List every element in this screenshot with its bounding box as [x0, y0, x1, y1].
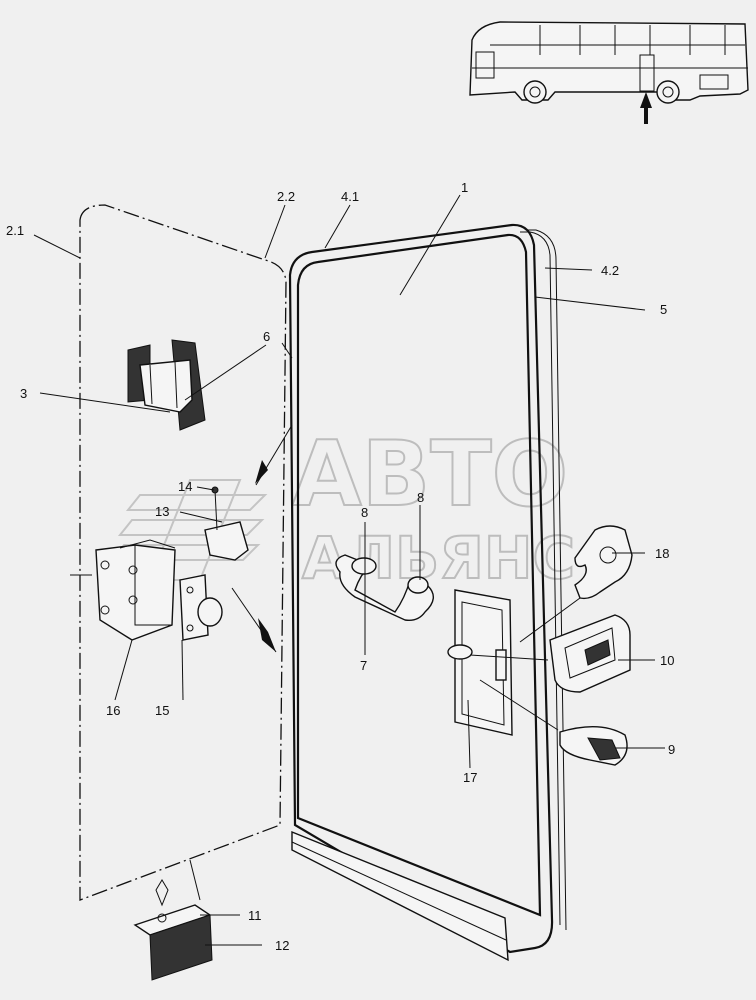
callout-labels: 1 2.1 2.2 3 4.1 4.2 5 6 7 8 8 9 10 11 12… [6, 180, 675, 953]
callout-10: 10 [660, 653, 674, 668]
lock-plate [447, 589, 513, 736]
callout-1: 1 [461, 180, 468, 195]
callout-7: 7 [360, 658, 367, 673]
callout-16: 16 [106, 703, 120, 718]
callout-11: 11 [248, 908, 262, 923]
callout-14: 14 [178, 479, 192, 494]
bus-locator-drawing [469, 21, 749, 124]
callout-3: 3 [20, 386, 27, 401]
callout-4-2: 4.2 [601, 263, 619, 278]
sealing-strip [133, 879, 213, 981]
callout-9: 9 [668, 742, 675, 757]
callout-8-right: 8 [417, 490, 424, 505]
callout-2-1: 2.1 [6, 223, 24, 238]
callout-8-left: 8 [361, 505, 368, 520]
callout-12: 12 [275, 938, 289, 953]
latch-part [574, 525, 633, 600]
callout-5: 5 [660, 302, 667, 317]
inner-panel-2-1 [79, 204, 287, 901]
hinge-assembly [95, 486, 249, 641]
door-profile-section [127, 339, 206, 431]
explosion-lines [70, 424, 581, 901]
watermark: АВТО АЛЬЯНС [109, 421, 576, 593]
door-location-arrow-icon [640, 92, 652, 124]
recessed-handle [549, 614, 631, 693]
callout-2-2: 2.2 [277, 189, 295, 204]
callout-15: 15 [155, 703, 169, 718]
callout-17: 17 [463, 770, 477, 785]
grab-handle [335, 554, 434, 622]
callout-6: 6 [263, 329, 270, 344]
lock-cover [559, 725, 628, 766]
callout-13: 13 [155, 504, 169, 519]
main-door [288, 223, 567, 962]
callout-18: 18 [655, 546, 669, 561]
callout-4-1: 4.1 [341, 189, 359, 204]
watermark-line1: АВТО [292, 422, 568, 527]
leader-lines [33, 194, 665, 946]
